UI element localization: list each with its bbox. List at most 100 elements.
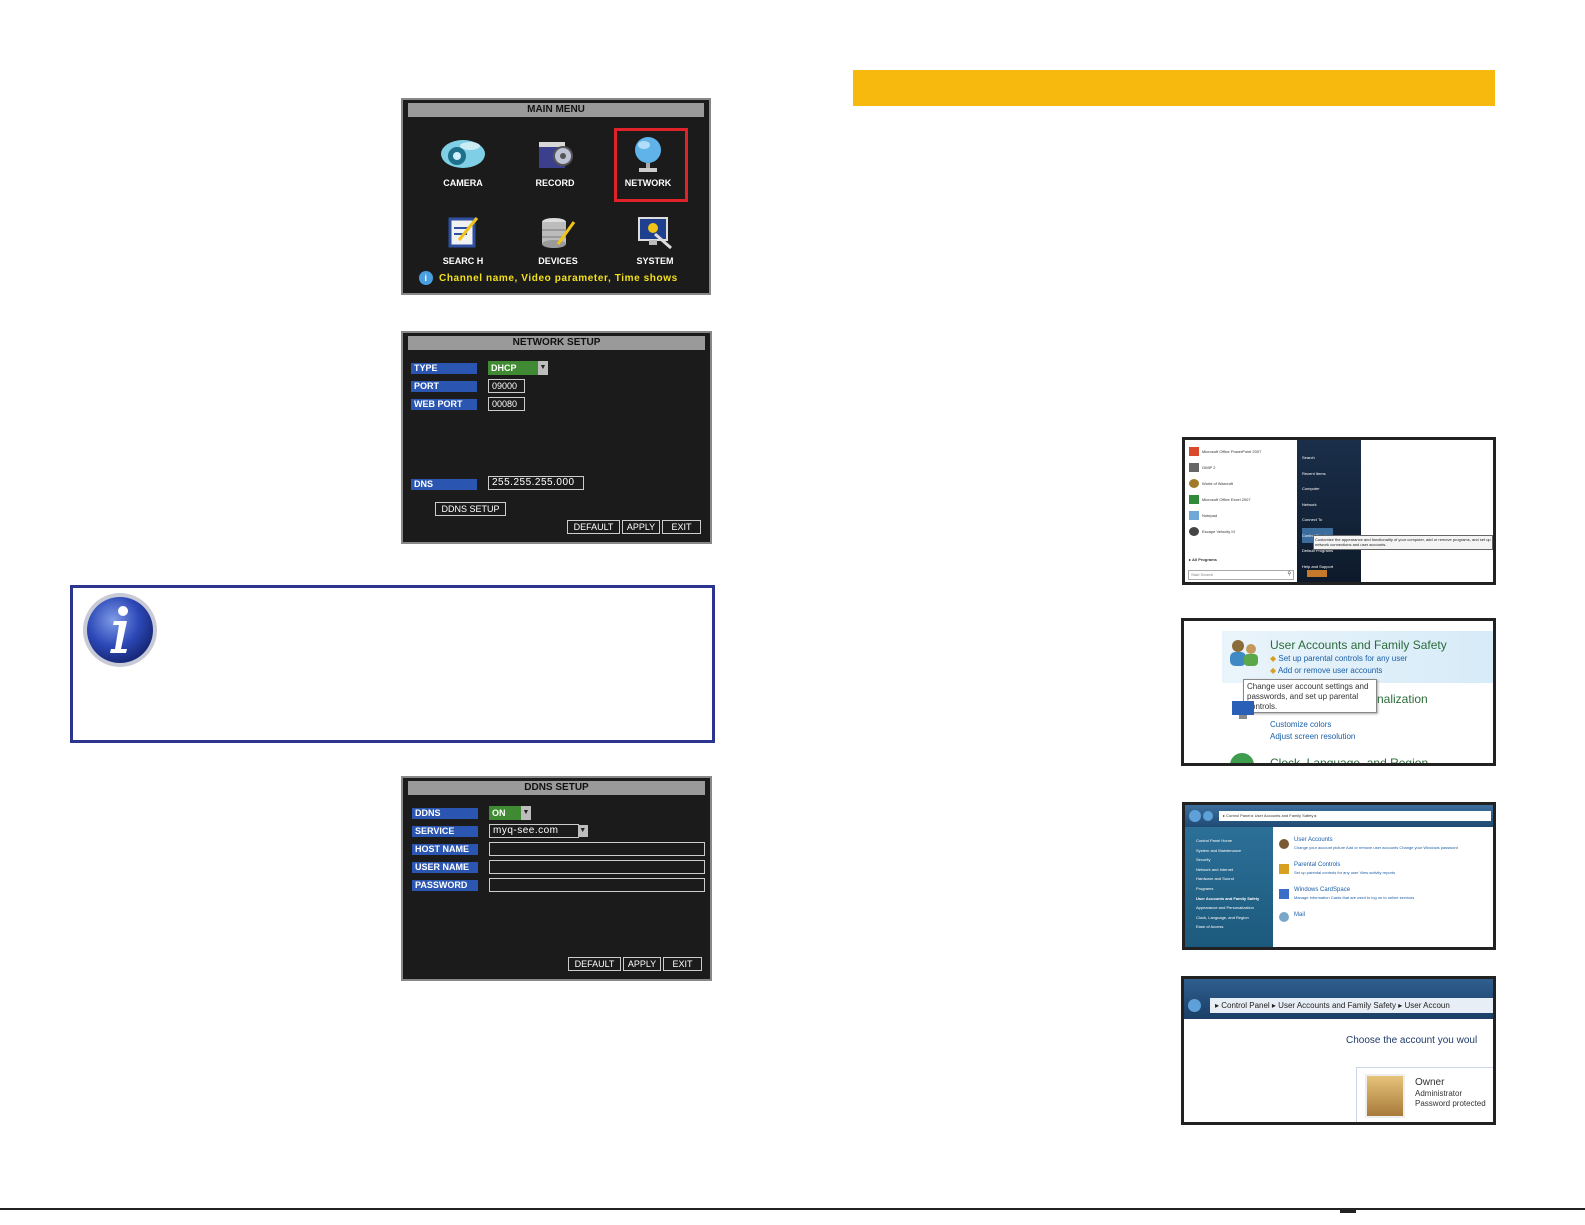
apply-button[interactable]: APPLY: [623, 957, 661, 971]
devices-menu-item[interactable]: DEVICES: [518, 212, 598, 266]
network-globe-icon: [625, 134, 671, 174]
mail-icon: [1279, 912, 1289, 922]
uafs-breadcrumb[interactable]: ▸ Control Panel ▸ User Accounts and Fami…: [1219, 811, 1491, 821]
sidebar-link[interactable]: Ease of Access: [1196, 924, 1224, 930]
system-menu-item[interactable]: SYSTEM: [615, 212, 695, 266]
port-input[interactable]: 09000: [488, 379, 525, 393]
program-icon: [1189, 462, 1199, 472]
start-menu-link[interactable]: Connect To: [1302, 517, 1323, 522]
uafs-item[interactable]: User Accounts Change your account pictur…: [1277, 837, 1491, 862]
user-accounts-heading[interactable]: User Accounts and Family Safety: [1270, 638, 1447, 652]
back-button-icon[interactable]: [1189, 810, 1201, 822]
program-item[interactable]: World of Warcraft: [1189, 475, 1295, 491]
ddns-setup-title: DDNS SETUP: [408, 781, 705, 795]
default-button[interactable]: DEFAULT: [568, 957, 621, 971]
camera-menu-item[interactable]: CAMERA: [423, 134, 503, 188]
ua-address-bar: ▸ Control Panel ▸ User Accounts and Fami…: [1184, 979, 1493, 1019]
start-menu-link[interactable]: Help and Support: [1302, 563, 1334, 569]
ddns-dropdown[interactable]: ON ▼: [489, 806, 531, 820]
shield-icon: ◆: [1270, 654, 1279, 663]
start-menu-link[interactable]: Search: [1302, 455, 1315, 460]
uafs-item[interactable]: Parental Controls Set up parental contro…: [1277, 862, 1491, 887]
program-icon: [1189, 526, 1199, 536]
forward-button-icon[interactable]: [1203, 811, 1213, 821]
chevron-down-icon: ▼: [538, 361, 548, 375]
sidebar-link[interactable]: Appearance and Personalization: [1196, 905, 1254, 911]
owner-account-tile[interactable]: Owner Administrator Password protected: [1356, 1067, 1493, 1122]
uafs-sidebar: Control Panel Home System and Maintenanc…: [1185, 827, 1273, 947]
type-dropdown[interactable]: DHCP ▼: [488, 361, 548, 375]
host-name-input[interactable]: [489, 842, 705, 856]
user-accounts-window-screenshot: ▸ Control Panel ▸ User Accounts and Fami…: [1181, 976, 1496, 1125]
add-remove-accounts-link[interactable]: ◆ Add or remove user accounts: [1270, 666, 1383, 675]
back-button-icon[interactable]: [1188, 999, 1201, 1012]
sidebar-link-active[interactable]: User Accounts and Family Safety: [1196, 895, 1260, 901]
personalization-heading[interactable]: nalization: [1377, 692, 1428, 706]
adjust-resolution-link[interactable]: Adjust screen resolution: [1270, 732, 1356, 741]
ddns-setup-panel: DDNS SETUP DDNS ON ▼ SERVICE myq-see.com…: [401, 776, 712, 981]
search-menu-item[interactable]: SEARC H: [423, 212, 503, 266]
sidebar-link[interactable]: System and Maintenance: [1196, 847, 1242, 853]
uafs-address-bar: ▸ Control Panel ▸ User Accounts and Fami…: [1185, 805, 1493, 827]
web-port-input[interactable]: 00080: [488, 397, 525, 411]
start-menu-link[interactable]: Default Programs: [1302, 548, 1334, 553]
service-dropdown[interactable]: myq-see.com ▼: [489, 824, 588, 838]
power-button[interactable]: [1307, 570, 1327, 577]
chevron-down-icon: ▼: [521, 806, 531, 820]
start-menu-screenshot: Microsoft Office PowerPoint 2007 GIMP 2 …: [1182, 437, 1496, 585]
main-menu-title: MAIN MENU: [408, 103, 704, 117]
all-programs-item[interactable]: ▸ All Programs: [1189, 557, 1217, 562]
exit-button[interactable]: EXIT: [662, 520, 701, 534]
program-item[interactable]: GIMP 2: [1189, 459, 1295, 475]
start-menu-link[interactable]: Recent Items: [1302, 470, 1326, 476]
user-accounts-icon: [1279, 839, 1289, 849]
ua-breadcrumb[interactable]: ▸ Control Panel ▸ User Accounts and Fami…: [1210, 998, 1493, 1013]
uafs-item[interactable]: Mail: [1277, 912, 1491, 937]
password-label: PASSWORD: [412, 880, 478, 891]
uafs-content: User Accounts Change your account pictur…: [1277, 837, 1491, 937]
record-menu-item[interactable]: RECORD: [515, 134, 595, 188]
sidebar-link[interactable]: Security: [1196, 857, 1211, 863]
ddns-setup-button[interactable]: DDNS SETUP: [435, 502, 506, 516]
program-item[interactable]: Notepad: [1189, 507, 1295, 523]
clock-icon: [1230, 753, 1254, 763]
footer-rule: [0, 1208, 1585, 1210]
chevron-down-icon: ▼: [578, 825, 588, 837]
program-item[interactable]: Escape Velocity III: [1189, 523, 1295, 539]
parental-controls-link[interactable]: ◆ Set up parental controls for any user: [1270, 654, 1408, 663]
ddns-value: ON: [492, 808, 506, 818]
user-name-input[interactable]: [489, 860, 705, 874]
sidebar-link[interactable]: Hardware and Sound: [1196, 876, 1234, 882]
service-label: SERVICE: [412, 826, 478, 837]
start-menu-tooltip: Customize the appearance and functionali…: [1313, 535, 1493, 550]
account-name: Owner: [1415, 1077, 1445, 1088]
exit-button[interactable]: EXIT: [663, 957, 702, 971]
start-menu-link[interactable]: Computer: [1302, 486, 1320, 491]
account-role: Administrator: [1415, 1089, 1463, 1098]
start-search-input[interactable]: Start Search ⚲: [1188, 570, 1294, 580]
sidebar-link[interactable]: Control Panel Home: [1196, 838, 1233, 843]
apply-button[interactable]: APPLY: [622, 520, 660, 534]
devices-label: DEVICES: [538, 256, 578, 266]
network-setup-title: NETWORK SETUP: [408, 336, 705, 350]
start-menu-link[interactable]: Network: [1302, 501, 1317, 507]
main-menu-panel: MAIN MENU CAMERA RECORD NETWORK SEARC H …: [401, 98, 711, 295]
customize-colors-link[interactable]: Customize colors: [1270, 720, 1332, 729]
dns-input[interactable]: 255.255.255.000: [488, 476, 584, 490]
sidebar-link[interactable]: Clock, Language, and Region: [1196, 914, 1249, 920]
sidebar-link[interactable]: Network and Internet: [1196, 866, 1234, 872]
program-item[interactable]: Microsoft Office PowerPoint 2007: [1189, 443, 1295, 459]
uafs-item[interactable]: Windows CardSpace Manage Information Car…: [1277, 887, 1491, 912]
search-icon: ⚲: [1287, 571, 1291, 577]
port-label: PORT: [411, 381, 477, 392]
start-menu-right-pane: Search Recent Items Computer Network Con…: [1297, 440, 1361, 582]
network-setup-panel: NETWORK SETUP TYPE DHCP ▼ PORT 09000 WEB…: [401, 331, 712, 544]
clock-language-heading[interactable]: Clock, Language, and Region: [1270, 756, 1429, 766]
hint-bar: i Channel name, Video parameter, Time sh…: [419, 271, 678, 285]
password-input[interactable]: [489, 878, 705, 892]
sidebar-link[interactable]: Programs: [1196, 885, 1214, 891]
default-button[interactable]: DEFAULT: [567, 520, 620, 534]
network-menu-item[interactable]: NETWORK: [608, 134, 688, 188]
arrow-right-icon: ▸: [1189, 557, 1192, 562]
program-item[interactable]: Microsoft Office Excel 2007: [1189, 491, 1295, 507]
